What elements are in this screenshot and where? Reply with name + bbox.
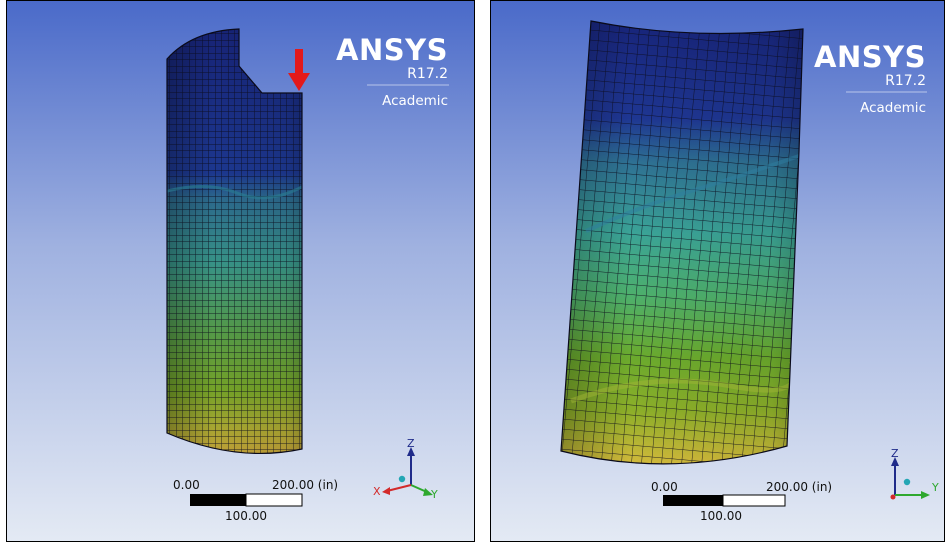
- logo-version: R17.2: [885, 73, 926, 89]
- graphics-canvas-right[interactable]: ANSYS R17.2 Academic 0.00 200.00 (in) 10…: [491, 1, 945, 542]
- triad-origin-icon: [398, 475, 406, 483]
- scale-start-label: 0.00: [651, 480, 678, 494]
- scale-end-label: 200.00 (in): [766, 480, 832, 494]
- axis-triad[interactable]: Z Y X: [373, 437, 438, 501]
- logo-edition: Academic: [382, 93, 448, 109]
- logo-name: ANSYS: [814, 40, 926, 74]
- deformed-cylinder-model: [560, 20, 804, 465]
- scale-mid-label: 100.00: [225, 509, 267, 523]
- load-arrow-marker: [288, 49, 310, 91]
- scale-mid-label: 100.00: [700, 509, 742, 523]
- viewport-right[interactable]: ANSYS R17.2 Academic 0.00 200.00 (in) 10…: [490, 0, 945, 542]
- logo-edition: Academic: [860, 100, 926, 116]
- axis-triad[interactable]: Z Y: [890, 447, 940, 500]
- axis-x-label: X: [373, 485, 381, 498]
- ansys-logo: ANSYS R17.2 Academic: [814, 40, 927, 116]
- axis-z-label: Z: [891, 447, 899, 460]
- scale-start-label: 0.00: [173, 478, 200, 492]
- logo-version: R17.2: [407, 66, 448, 82]
- logo-name: ANSYS: [336, 33, 448, 67]
- scale-end-label: 200.00 (in): [272, 478, 338, 492]
- scale-bar: 0.00 200.00 (in) 100.00: [651, 480, 832, 523]
- cylinder-shell-model: [166, 28, 303, 455]
- scale-bar: 0.00 200.00 (in) 100.00: [173, 478, 338, 523]
- viewport-left[interactable]: ANSYS R17.2 Academic 0.00 200.00 (in) 10…: [6, 0, 475, 542]
- graphics-canvas-left[interactable]: ANSYS R17.2 Academic 0.00 200.00 (in) 10…: [7, 1, 475, 542]
- axis-y-label: Y: [931, 481, 939, 494]
- triad-origin-icon: [903, 478, 911, 486]
- axis-x-dot-icon: [890, 494, 896, 500]
- axis-z-label: Z: [407, 437, 415, 450]
- axis-y-label: Y: [430, 488, 438, 501]
- ansys-logo: ANSYS R17.2 Academic: [336, 33, 449, 109]
